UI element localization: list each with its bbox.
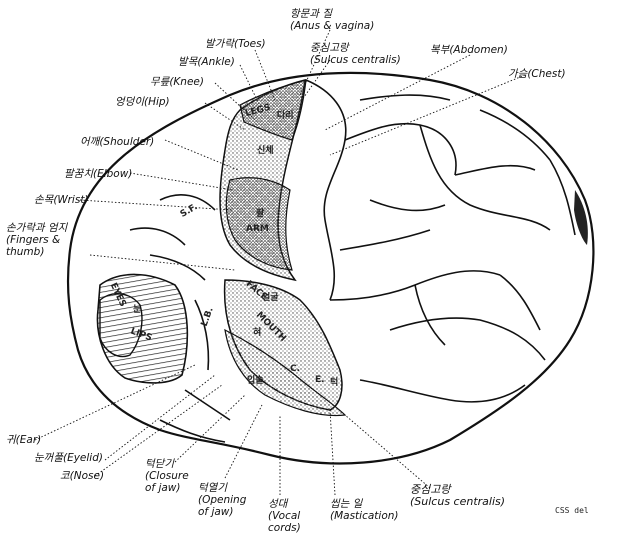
region-lip-kr-tag: 입술 (247, 376, 264, 386)
label-ankle: 발목(Ankle) (178, 56, 235, 68)
motor-strip-arm (225, 177, 293, 271)
label-shoulder: 어깨(Shoulder) (80, 136, 155, 148)
region-e-tag: E. (315, 375, 325, 385)
artist-credit: CSS del (555, 506, 589, 515)
region-arm-kr-tag: 팔 (256, 209, 265, 219)
label-fingers: 손가락과 엄지(Fingers &thumb) (6, 222, 68, 258)
occipital-pole (574, 190, 588, 245)
label-toes: 발가락(Toes) (205, 38, 266, 50)
motor-strip-leg (239, 79, 307, 141)
label-wrist: 손목(Wrist) (34, 194, 89, 206)
label-mastication: 씹는 일(Mastication) (330, 498, 399, 522)
region-leg-kr-tag: 다리 (277, 111, 294, 121)
label-hip: 엉덩이(Hip) (115, 96, 170, 108)
region-jaw-kr-tag: 턱 (330, 378, 339, 388)
gyri-lines (129, 79, 576, 443)
label-ear: 귀(Ear) (6, 434, 42, 446)
label-anus: 항문과 질(Anus & vagina) (290, 8, 375, 32)
region-eye-kr-tag: 눈 (133, 305, 142, 315)
label-eyelid: 눈꺼풀(Eyelid) (34, 452, 103, 464)
region-cheek-kr-tag: 얼굴 (262, 293, 279, 303)
region-arm-tag: ARM (246, 224, 269, 234)
label-nose: 코(Nose) (60, 470, 105, 482)
label-sulcus-top: 중심고랑(Sulcus centralis) (310, 42, 401, 66)
label-abdomen: 복부(Abdomen) (430, 44, 508, 56)
label-sulcus-bottom: 중심고랑(Sulcus centralis) (410, 483, 506, 508)
label-chest: 가슴(Chest) (508, 68, 566, 80)
label-elbow: 팔꿈치(Elbow) (64, 168, 133, 180)
brain-outline (66, 71, 595, 465)
lips-region (99, 293, 143, 358)
region-tongue-tag: 혀 (253, 328, 262, 338)
leader-lines (34, 29, 526, 496)
region-body-tag: 신체 (257, 146, 274, 156)
region-c-tag: C. (290, 364, 301, 374)
label-knee: 무릎(Knee) (150, 76, 204, 88)
